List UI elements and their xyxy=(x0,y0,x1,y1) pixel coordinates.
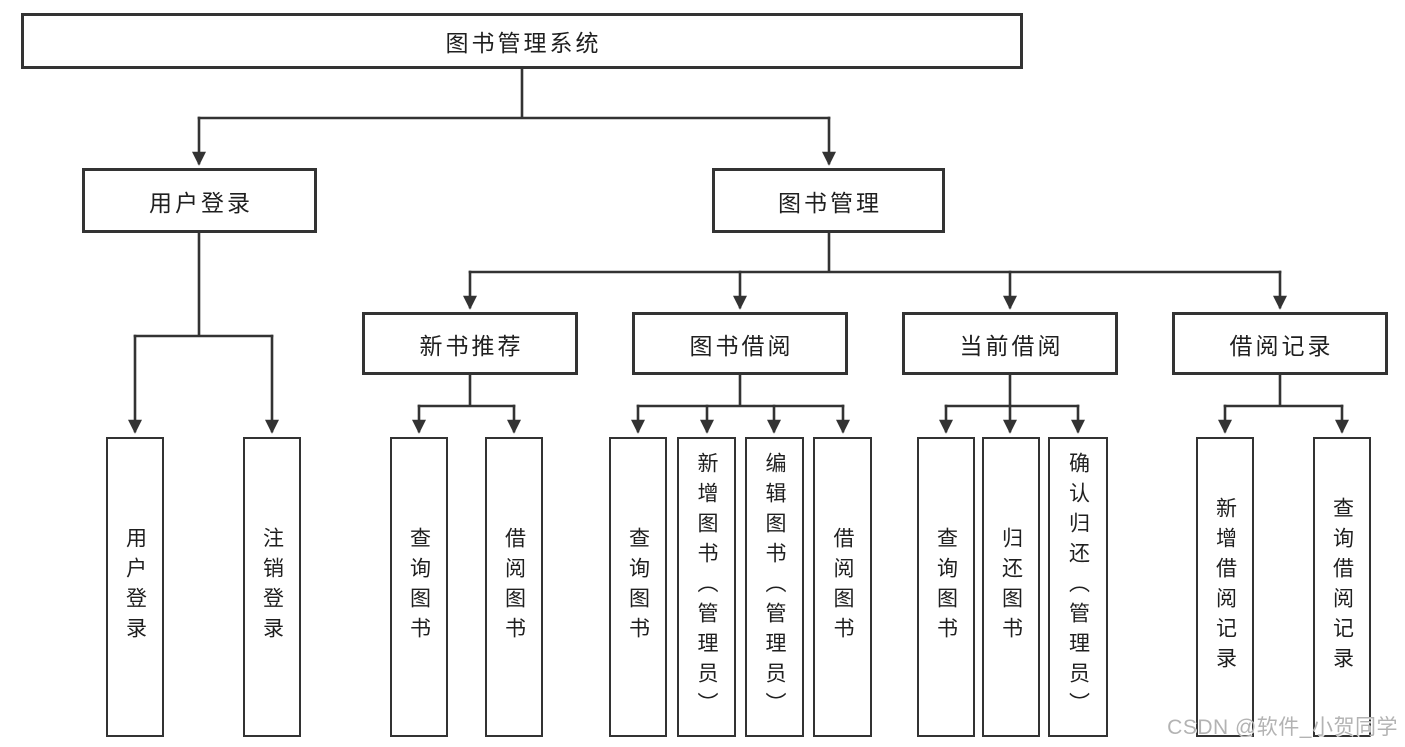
leaf-query-borrow-record: 查询借阅记录 xyxy=(1313,437,1371,737)
node-new-book-recommendation: 新书推荐 xyxy=(362,312,578,375)
connector-root-to-level2 xyxy=(191,67,837,166)
node-current-borrowing: 当前借阅 xyxy=(902,312,1118,375)
leaf-borrow-books-recommend: 借阅图书 xyxy=(485,437,543,737)
connector-new-book-children xyxy=(411,373,522,434)
connector-borrow-record-children xyxy=(1217,373,1350,434)
node-book-management: 图书管理 xyxy=(712,168,945,233)
leaf-add-books-admin: 新增图书（管理员） xyxy=(677,437,736,737)
node-book-borrowing: 图书借阅 xyxy=(632,312,848,375)
leaf-return-books: 归还图书 xyxy=(982,437,1040,737)
leaf-borrow-books: 借阅图书 xyxy=(813,437,872,737)
leaf-logout: 注销登录 xyxy=(243,437,301,737)
leaf-query-books-borrow: 查询图书 xyxy=(609,437,667,737)
leaf-edit-books-admin: 编辑图书（管理员） xyxy=(745,437,804,737)
connector-current-borrow-children xyxy=(938,373,1086,434)
connector-user-login-children xyxy=(127,231,280,434)
leaf-user-login: 用户登录 xyxy=(106,437,164,737)
leaf-query-books-current: 查询图书 xyxy=(917,437,975,737)
node-root-system: 图书管理系统 xyxy=(21,13,1023,69)
leaf-confirm-return-admin: 确认归还（管理员） xyxy=(1048,437,1108,737)
connector-book-management-children xyxy=(462,231,1288,310)
leaf-query-books-recommend: 查询图书 xyxy=(390,437,448,737)
leaf-add-borrow-record: 新增借阅记录 xyxy=(1196,437,1254,737)
connector-book-borrow-children xyxy=(630,373,851,434)
node-user-login: 用户登录 xyxy=(82,168,317,233)
node-borrowing-records: 借阅记录 xyxy=(1172,312,1388,375)
csdn-watermark: CSDN @软件_小贺同学 xyxy=(1167,716,1398,739)
